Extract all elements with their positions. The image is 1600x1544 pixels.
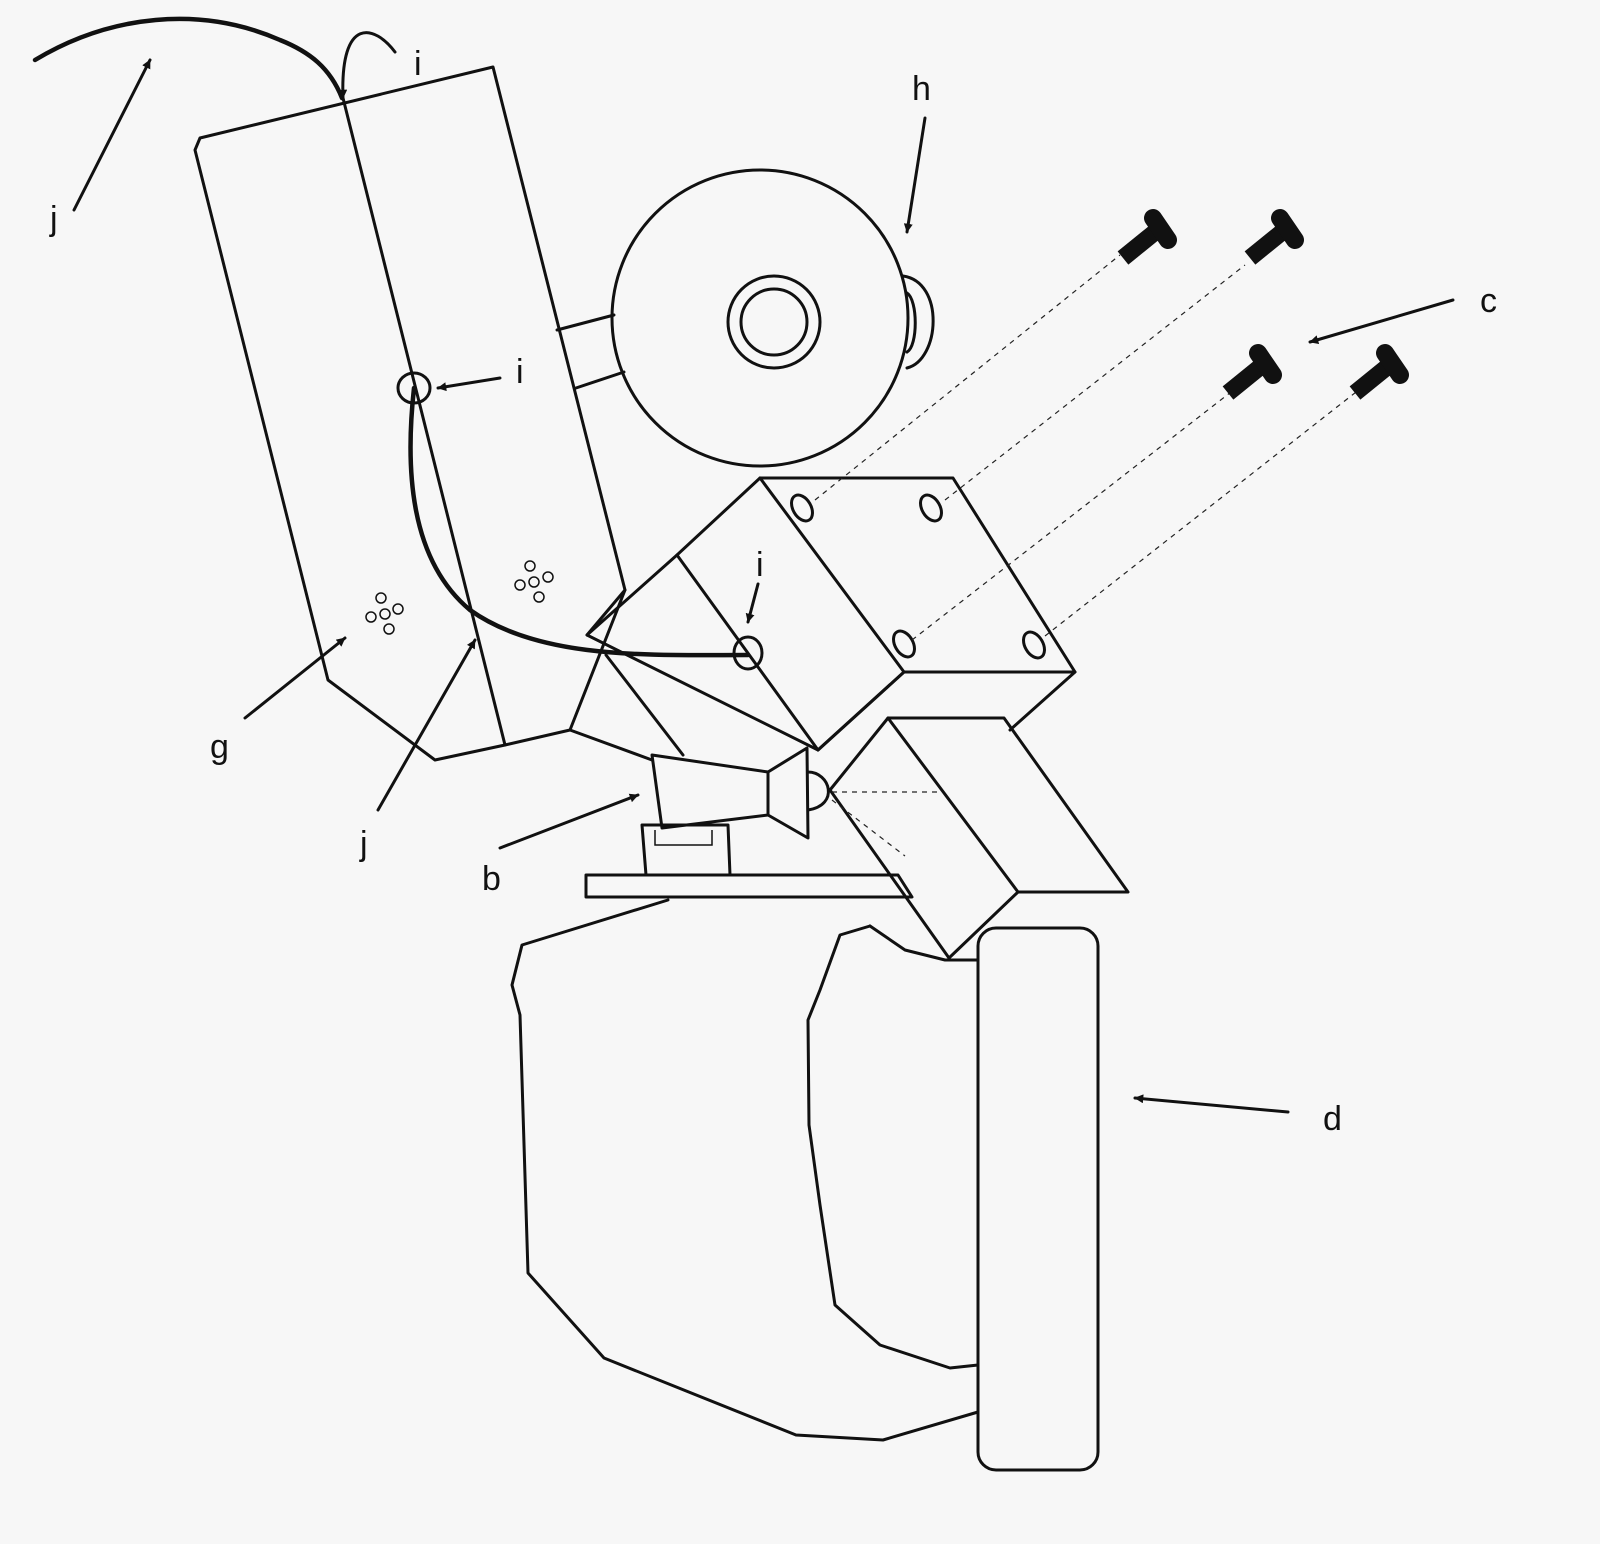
emitter-lens [806, 770, 830, 812]
wheel-hub-outer [726, 274, 822, 370]
label-b: b [482, 860, 501, 898]
cube-front-inner [604, 553, 820, 757]
hand-top-edge [868, 924, 980, 962]
platform-mount [640, 823, 732, 877]
axle [555, 313, 626, 390]
arrow-d [1133, 1094, 1290, 1114]
emitter-flange [766, 746, 810, 840]
beam-lines [831, 791, 940, 857]
arrow-g [243, 636, 347, 720]
wheel-hub-inner [739, 287, 809, 357]
label-j-bottom: j [359, 825, 368, 863]
cube-top-face [758, 476, 1077, 674]
label-h: h [912, 70, 931, 108]
label-d: d [1323, 1100, 1342, 1138]
screw-hole-2 [919, 493, 943, 523]
arrow-i-top [338, 31, 397, 100]
screw-2 [1244, 209, 1304, 265]
vent-holes-left [365, 592, 404, 635]
wire-top [32, 16, 345, 101]
label-c: c [1480, 282, 1497, 320]
platform-mount-inner [654, 830, 713, 846]
lower-housing-edge [886, 716, 1020, 894]
screw-guide-lines [814, 254, 1366, 641]
left-housing-divider [341, 96, 507, 747]
screw-hole-1 [790, 493, 814, 523]
label-g: g [210, 728, 229, 766]
hand-outline [510, 898, 980, 1442]
wheel [610, 168, 910, 468]
arrow-j-top [72, 58, 152, 212]
screw-1 [1117, 209, 1177, 265]
arrow-b [498, 793, 640, 850]
wire-connector-mid-to-right [408, 385, 751, 658]
hand-inner-outline [806, 924, 980, 1370]
label-j-top: j [49, 200, 58, 238]
vent-holes-right [514, 560, 554, 603]
arrow-i-mid [436, 376, 502, 392]
arrow-h [903, 116, 927, 234]
arrow-c [1308, 298, 1455, 344]
screw-hole-4 [1022, 630, 1046, 660]
platform [584, 873, 914, 899]
connector-link [568, 588, 654, 762]
emitter-body [650, 753, 770, 830]
label-i-right: i [756, 546, 764, 584]
label-i-top: i [414, 45, 422, 83]
wheel-side-cap [901, 274, 935, 370]
arrow-j-bottom [376, 638, 477, 812]
vertical-bar [976, 926, 1100, 1472]
screw-3 [1222, 344, 1282, 400]
label-i-mid: i [516, 353, 524, 391]
cube-side-face [816, 670, 1077, 752]
wheel-side-cap-inner [905, 291, 917, 354]
cube-front-face [585, 476, 906, 752]
arrow-i-right [745, 582, 760, 624]
screw-4 [1349, 344, 1409, 400]
